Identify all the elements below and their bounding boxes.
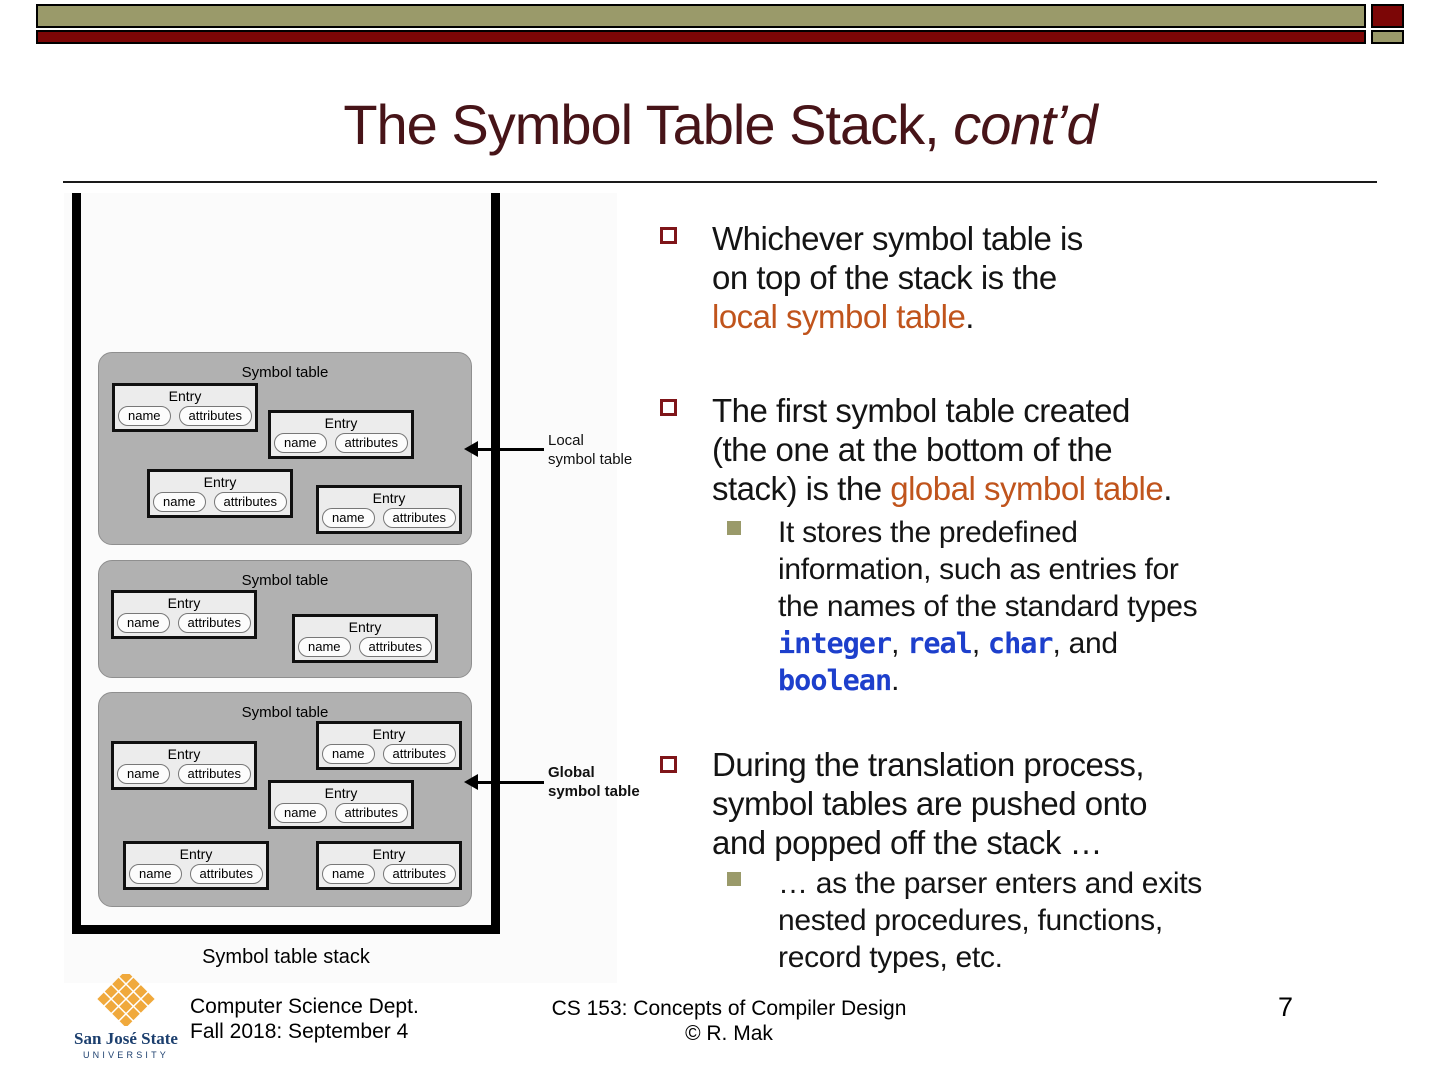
entry-name-oval: name — [128, 864, 182, 884]
sub-bullet-square-icon — [727, 521, 741, 535]
entry-box: Entry name attributes — [316, 841, 462, 890]
entry-name-oval: name — [273, 433, 327, 453]
sub-bullet-square-icon — [727, 872, 741, 886]
entry-name-oval: name — [116, 764, 170, 784]
local-arrow-icon — [464, 441, 478, 457]
entry-label: Entry — [324, 415, 358, 431]
banner-maroon-square — [1371, 4, 1404, 28]
symbol-table-label: Symbol table — [241, 572, 329, 589]
sub-bullet-1-text: It stores the predefined information, su… — [778, 516, 1198, 697]
entry-attributes-oval: attributes — [177, 764, 251, 784]
bullet-1-text: Whichever symbol table is on top of the … — [712, 220, 1083, 335]
bullet-2-text: The first symbol table created (the one … — [712, 392, 1172, 507]
entry-box: Entry name attributes — [147, 469, 293, 518]
entry-label: Entry — [372, 490, 406, 506]
slide-title-emphasis: cont’d — [953, 93, 1097, 156]
entry-label: Entry — [167, 746, 201, 762]
entry-box: Entry name attributes — [316, 721, 462, 770]
global-symbol-table-label: Global symbol table — [548, 764, 640, 800]
entry-box: Entry name attributes — [123, 841, 269, 890]
global-symbol-table-highlight: global symbol table — [890, 470, 1164, 507]
title-divider — [63, 181, 1377, 183]
sjsu-logo-mark — [97, 970, 155, 1028]
banner-maroon-bar — [36, 30, 1366, 44]
entry-attributes-oval: attributes — [382, 864, 456, 884]
entry-name-oval: name — [117, 406, 171, 426]
banner-olive-bar — [36, 4, 1366, 28]
entry-box: Entry name attributes — [268, 410, 414, 459]
global-arrow-icon — [464, 774, 478, 790]
entry-name-oval: name — [273, 803, 327, 823]
entry-name-oval: name — [321, 508, 375, 528]
entry-label: Entry — [348, 619, 382, 635]
entry-label: Entry — [179, 846, 213, 862]
entry-box: Entry name attributes — [111, 741, 257, 790]
symbol-table-label: Symbol table — [241, 364, 329, 381]
entry-attributes-oval: attributes — [358, 637, 432, 657]
entry-name-oval: name — [321, 864, 375, 884]
bullet-3-text: During the translation process, symbol t… — [712, 746, 1147, 861]
entry-box: Entry name attributes — [292, 614, 438, 663]
code-real: real — [907, 627, 973, 660]
code-boolean: boolean — [778, 664, 892, 697]
entry-box: Entry name attributes — [268, 780, 414, 829]
entry-name-oval: name — [152, 492, 206, 512]
entry-label: Entry — [167, 595, 201, 611]
slide-title: The Symbol Table Stack, cont’d — [0, 92, 1440, 157]
sub-bullet-2-text: … as the parser enters and exits nested … — [778, 867, 1202, 974]
local-symbol-table-highlight: local symbol table — [712, 298, 966, 335]
banner-olive-square — [1371, 30, 1404, 44]
entry-label: Entry — [203, 474, 237, 490]
entry-name-oval: name — [116, 613, 170, 633]
logo-name-text: San José State — [74, 1029, 178, 1048]
entry-name-oval: name — [321, 744, 375, 764]
logo-university-text: UNIVERSITY — [82, 1050, 169, 1060]
stack-frame — [72, 193, 500, 934]
entry-attributes-oval: attributes — [178, 406, 252, 426]
sjsu-logo: San José State UNIVERSITY — [64, 970, 188, 1060]
entry-label: Entry — [372, 846, 406, 862]
code-char: char — [987, 627, 1054, 660]
bullet-square-icon — [660, 399, 677, 416]
entry-attributes-oval: attributes — [177, 613, 251, 633]
entry-attributes-oval: attributes — [189, 864, 263, 884]
slide-title-main: The Symbol Table Stack, — [343, 93, 954, 156]
entry-box: Entry name attributes — [316, 485, 462, 534]
entry-attributes-oval: attributes — [382, 508, 456, 528]
bullet-square-icon — [660, 227, 677, 244]
figure-caption: Symbol table stack — [202, 946, 370, 968]
local-symbol-table-label: Local symbol table — [548, 432, 633, 468]
entry-label: Entry — [372, 726, 406, 742]
entry-label: Entry — [324, 785, 358, 801]
entry-attributes-oval: attributes — [334, 433, 408, 453]
local-arrow-line — [478, 448, 544, 451]
page-number: 7 — [1278, 992, 1294, 1022]
bullet-square-icon — [660, 756, 677, 773]
symbol-table-label: Symbol table — [241, 704, 329, 721]
entry-label: Entry — [168, 388, 202, 404]
code-integer: integer — [778, 627, 892, 660]
entry-attributes-oval: attributes — [382, 744, 456, 764]
entry-attributes-oval: attributes — [334, 803, 408, 823]
footer-course: CS 153: Concepts of Compiler Design © R.… — [551, 997, 907, 1045]
entry-name-oval: name — [297, 637, 351, 657]
entry-attributes-oval: attributes — [213, 492, 287, 512]
footer-department: Computer Science Dept. Fall 2018: Septem… — [190, 995, 419, 1043]
entry-box: Entry name attributes — [112, 383, 258, 432]
global-arrow-line — [478, 781, 544, 784]
entry-box: Entry name attributes — [111, 590, 257, 639]
